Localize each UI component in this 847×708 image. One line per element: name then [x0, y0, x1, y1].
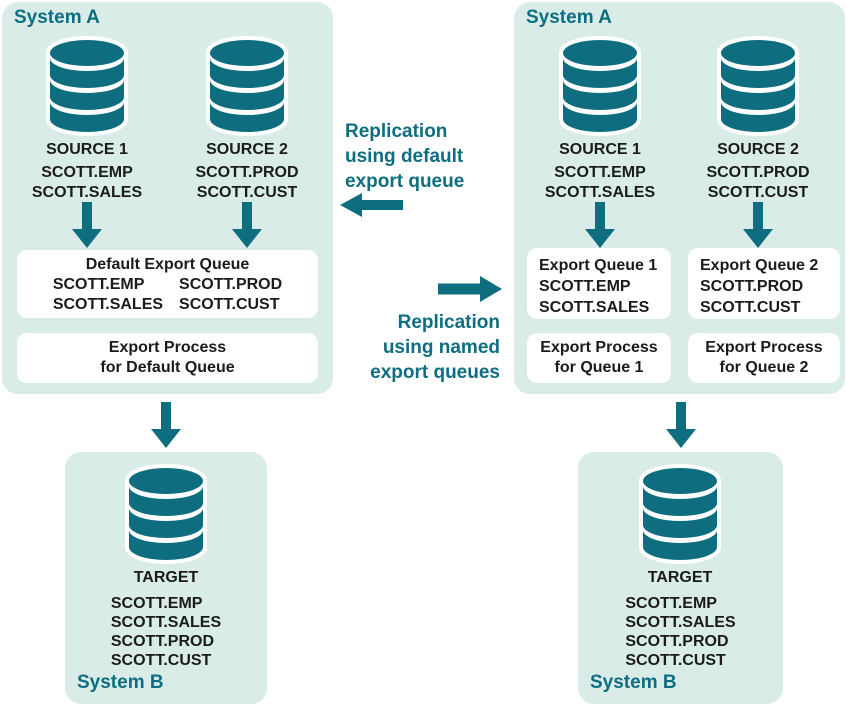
- table-name: SCOTT.CUST: [110, 652, 212, 669]
- queue-box-title: Export Queue 1: [539, 257, 658, 274]
- database-icon: [45, 36, 129, 136]
- process-line: Export Process: [108, 339, 227, 356]
- process-line: for Queue 2: [719, 359, 809, 376]
- export-process-box: Export Process for Default Queue: [17, 333, 318, 383]
- table-name: SCOTT.EMP: [625, 595, 717, 612]
- arrow-down-icon: [585, 202, 615, 248]
- annotation-line: Replication: [397, 312, 500, 333]
- default-export-queue-box: Default Export Queue SCOTT.EMP SCOTT.SAL…: [17, 250, 318, 318]
- table-name: SCOTT.PROD: [195, 164, 299, 181]
- database-icon: [638, 464, 722, 564]
- table-name: SCOTT.CUST: [196, 184, 298, 201]
- table-name: SCOTT.PROD: [625, 633, 729, 650]
- table-name: SCOTT.SALES: [544, 184, 656, 201]
- table-name: SCOTT.PROD: [110, 633, 214, 650]
- annotation-line: export queue: [345, 171, 465, 192]
- arrow-down-icon: [743, 202, 773, 248]
- right-system-b-panel: TARGET SCOTT.EMP SCOTT.SALES SCOTT.PROD …: [578, 452, 783, 704]
- source-tables: SCOTT.PROD SCOTT.CUST: [683, 163, 833, 203]
- source-tables: SCOTT.EMP SCOTT.SALES: [525, 163, 675, 203]
- annotation-line: using default: [345, 146, 464, 167]
- queue-column: SCOTT.EMP SCOTT.SALES: [53, 275, 163, 315]
- table-name: SCOTT.SALES: [539, 299, 650, 316]
- system-a-title: System A: [526, 7, 612, 28]
- right-system-a-panel: System A SOURCE 1 SOURCE 2 SCOTT.EMP SCO…: [514, 2, 845, 394]
- queue-column: SCOTT.PROD SCOTT.CUST: [179, 275, 282, 315]
- table-name: SCOTT.EMP: [554, 164, 646, 181]
- process-line: Export Process: [705, 339, 823, 356]
- arrow-down-icon: [232, 202, 262, 248]
- database-icon: [716, 36, 800, 136]
- system-b-title: System B: [590, 672, 677, 693]
- database-icon: [558, 36, 642, 136]
- system-b-title: System B: [77, 672, 164, 693]
- target-label: TARGET: [647, 569, 713, 586]
- table-name: SCOTT.SALES: [52, 296, 164, 313]
- table-name: SCOTT.PROD: [700, 278, 804, 295]
- table-name: SCOTT.EMP: [52, 276, 145, 293]
- source-label: SOURCE 2: [717, 141, 799, 158]
- system-a-title: System A: [14, 7, 100, 28]
- process-line: for Queue 1: [554, 359, 644, 376]
- table-name: SCOTT.EMP: [41, 164, 133, 181]
- queue-box-title: Export Queue 2: [700, 257, 819, 274]
- annotation-default-queue: Replication using default export queue: [345, 119, 464, 194]
- annotation-line: Replication: [345, 121, 448, 142]
- table-name: SCOTT.PROD: [179, 276, 283, 293]
- table-name: SCOTT.CUST: [700, 299, 801, 316]
- source-label: SOURCE 2: [206, 141, 288, 158]
- source-label: SOURCE 1: [559, 141, 641, 158]
- arrow-left-icon: [340, 193, 403, 217]
- annotation-line: using named: [382, 337, 500, 358]
- target-tables: SCOTT.EMP SCOTT.SALES SCOTT.PROD SCOTT.C…: [578, 594, 783, 670]
- annotation-named-queues: Replication using named export queues: [330, 310, 500, 385]
- table-name: SCOTT.EMP: [539, 278, 631, 295]
- export-queue-2-box: Export Queue 2 SCOTT.PROD SCOTT.CUST: [688, 248, 840, 319]
- source-tables: SCOTT.EMP SCOTT.SALES: [12, 163, 162, 203]
- database-icon: [124, 464, 208, 564]
- queue-box-columns: SCOTT.EMP SCOTT.SALES SCOTT.PROD SCOTT.C…: [17, 275, 318, 315]
- source-tables: SCOTT.PROD SCOTT.CUST: [172, 163, 322, 203]
- table-name: SCOTT.SALES: [110, 614, 222, 631]
- table-name: SCOTT.PROD: [706, 164, 810, 181]
- source-label: SOURCE 1: [46, 141, 128, 158]
- export-process-box: Export Process for Queue 1: [527, 333, 671, 383]
- left-system-b-panel: TARGET SCOTT.EMP SCOTT.SALES SCOTT.PROD …: [65, 452, 267, 704]
- target-tables: SCOTT.EMP SCOTT.SALES SCOTT.PROD SCOTT.C…: [65, 594, 267, 670]
- process-line: for Default Queue: [100, 359, 235, 376]
- target-label: TARGET: [133, 569, 199, 586]
- queue-box-title: Default Export Queue: [85, 256, 250, 273]
- arrow-down-icon: [151, 402, 181, 448]
- arrow-down-icon: [666, 402, 696, 448]
- table-name: SCOTT.SALES: [625, 614, 736, 631]
- database-icon: [205, 36, 289, 136]
- annotation-line: export queues: [370, 362, 500, 383]
- table-name: SCOTT.CUST: [625, 652, 726, 669]
- left-system-a-panel: System A SOURCE 1 SOURCE 2 SCOTT.EMP SCO…: [2, 2, 333, 394]
- arrow-right-icon: [438, 276, 502, 302]
- table-name: SCOTT.CUST: [179, 296, 280, 313]
- arrow-down-icon: [72, 202, 102, 248]
- table-name: SCOTT.EMP: [110, 595, 203, 612]
- process-line: Export Process: [540, 339, 658, 356]
- export-queue-1-box: Export Queue 1 SCOTT.EMP SCOTT.SALES: [527, 248, 671, 319]
- table-name: SCOTT.SALES: [31, 184, 143, 201]
- export-process-box: Export Process for Queue 2: [688, 333, 840, 383]
- table-name: SCOTT.CUST: [707, 184, 809, 201]
